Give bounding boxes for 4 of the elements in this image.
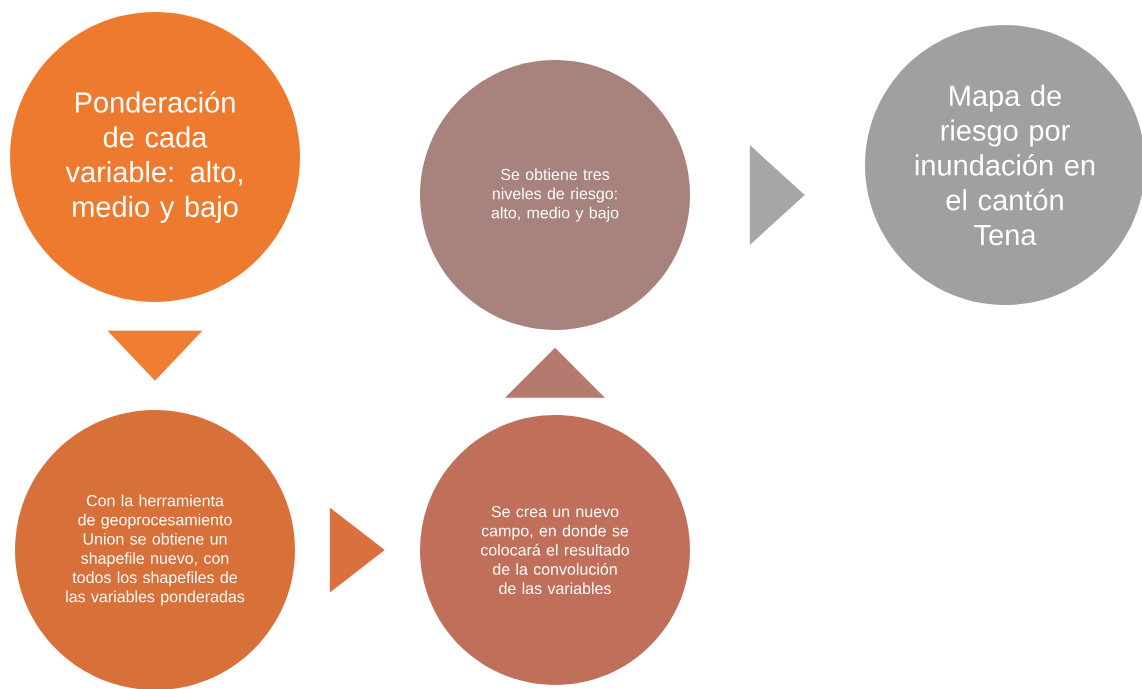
arrow <box>749 145 805 245</box>
arrow <box>329 507 385 593</box>
arrow <box>505 347 605 398</box>
arrow <box>107 330 203 381</box>
